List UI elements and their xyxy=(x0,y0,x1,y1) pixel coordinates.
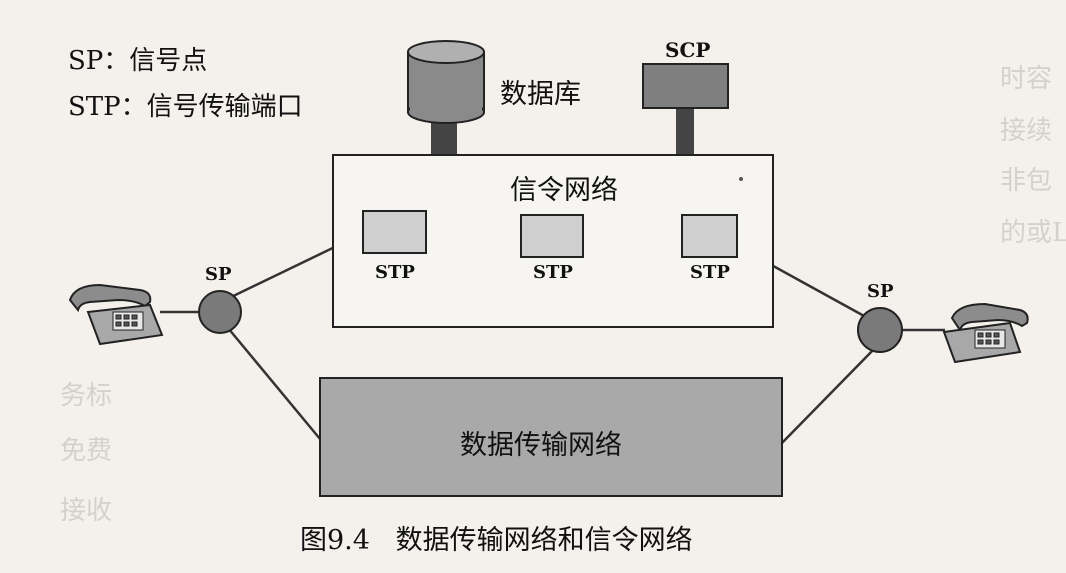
stp-box-2 xyxy=(520,214,584,258)
sp-left-to-data-network-line xyxy=(227,327,326,446)
sp-right-node xyxy=(857,307,903,353)
database-label: 数据库 xyxy=(500,79,581,110)
data-network-to-sp-right-line xyxy=(779,344,879,446)
data-network-label: 数据传输网络 xyxy=(460,430,622,461)
data-network-box xyxy=(319,377,783,497)
figure-caption: 图9.4 数据传输网络和信令网络 xyxy=(300,525,693,556)
scp-connector xyxy=(676,105,694,157)
database-icon xyxy=(407,40,485,124)
telephone-left-icon xyxy=(68,283,164,346)
signaling-network-label: 信令网络 xyxy=(510,175,618,206)
stp-label-3: STP xyxy=(690,262,730,283)
dot-mark xyxy=(739,177,743,181)
stp-box-3 xyxy=(681,214,738,258)
scp-box xyxy=(642,63,729,109)
legend-stp: STP：信号传输端口 xyxy=(68,92,303,122)
stp-label-2: STP xyxy=(533,262,573,283)
sp-right-label: SP xyxy=(867,281,894,302)
sp-left-label: SP xyxy=(205,264,232,285)
sp-left-node xyxy=(198,290,242,334)
telephone-right-icon xyxy=(942,302,1029,364)
stp-box-1 xyxy=(362,210,427,254)
legend-sp: SP：信号点 xyxy=(68,46,208,76)
scp-label: SCP xyxy=(665,38,711,62)
stp-label-1: STP xyxy=(375,262,415,283)
